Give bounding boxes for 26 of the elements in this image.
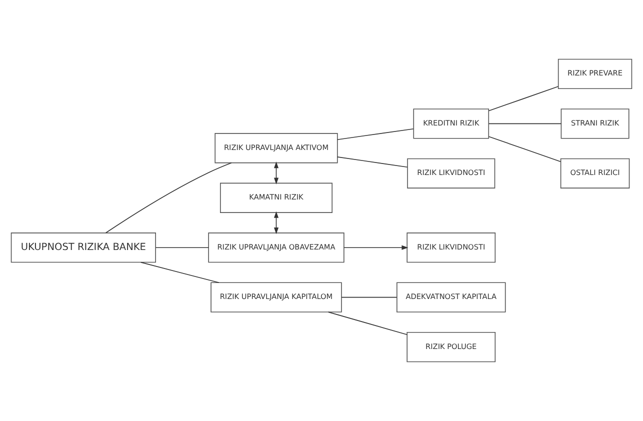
connector	[488, 123, 562, 124]
node-box: RIZIK LIKVIDNOSTI	[406, 232, 496, 263]
arrow	[274, 162, 279, 184]
node-box: OSTALI RIZICI	[560, 158, 630, 188]
node-box: RIZIK PREVARE	[558, 58, 632, 90]
node-box: KAMATNI RIZIK	[220, 182, 332, 213]
connector	[140, 262, 220, 284]
node-box: RIZIK LIKVIDNOSTI	[407, 158, 496, 188]
node-box: RIZIK UPRAVLJANJA AKTIVOM	[214, 133, 338, 164]
node-box: UKUPNOST RIZIKA BANKE	[10, 232, 156, 263]
node-box: ADEKVATNOST KAPITALA	[396, 282, 506, 312]
node-box: STRANI RIZIK	[560, 108, 630, 139]
node-box: KREDITNI RIZIK	[413, 108, 490, 139]
connector	[337, 128, 414, 140]
arrow	[344, 245, 408, 250]
connector	[488, 86, 559, 112]
connector	[328, 312, 408, 336]
connector	[488, 136, 561, 162]
connector	[105, 162, 232, 234]
node-box: RIZIK POLUGE	[406, 332, 496, 362]
node-box: RIZIK UPRAVLJANJA KAPITALOM	[210, 282, 342, 312]
node-box: RIZIK UPRAVLJANJA OBAVEZAMA	[208, 232, 344, 263]
connector	[337, 156, 408, 168]
arrow	[274, 211, 279, 234]
connector	[341, 296, 398, 298]
connector	[155, 247, 209, 248]
